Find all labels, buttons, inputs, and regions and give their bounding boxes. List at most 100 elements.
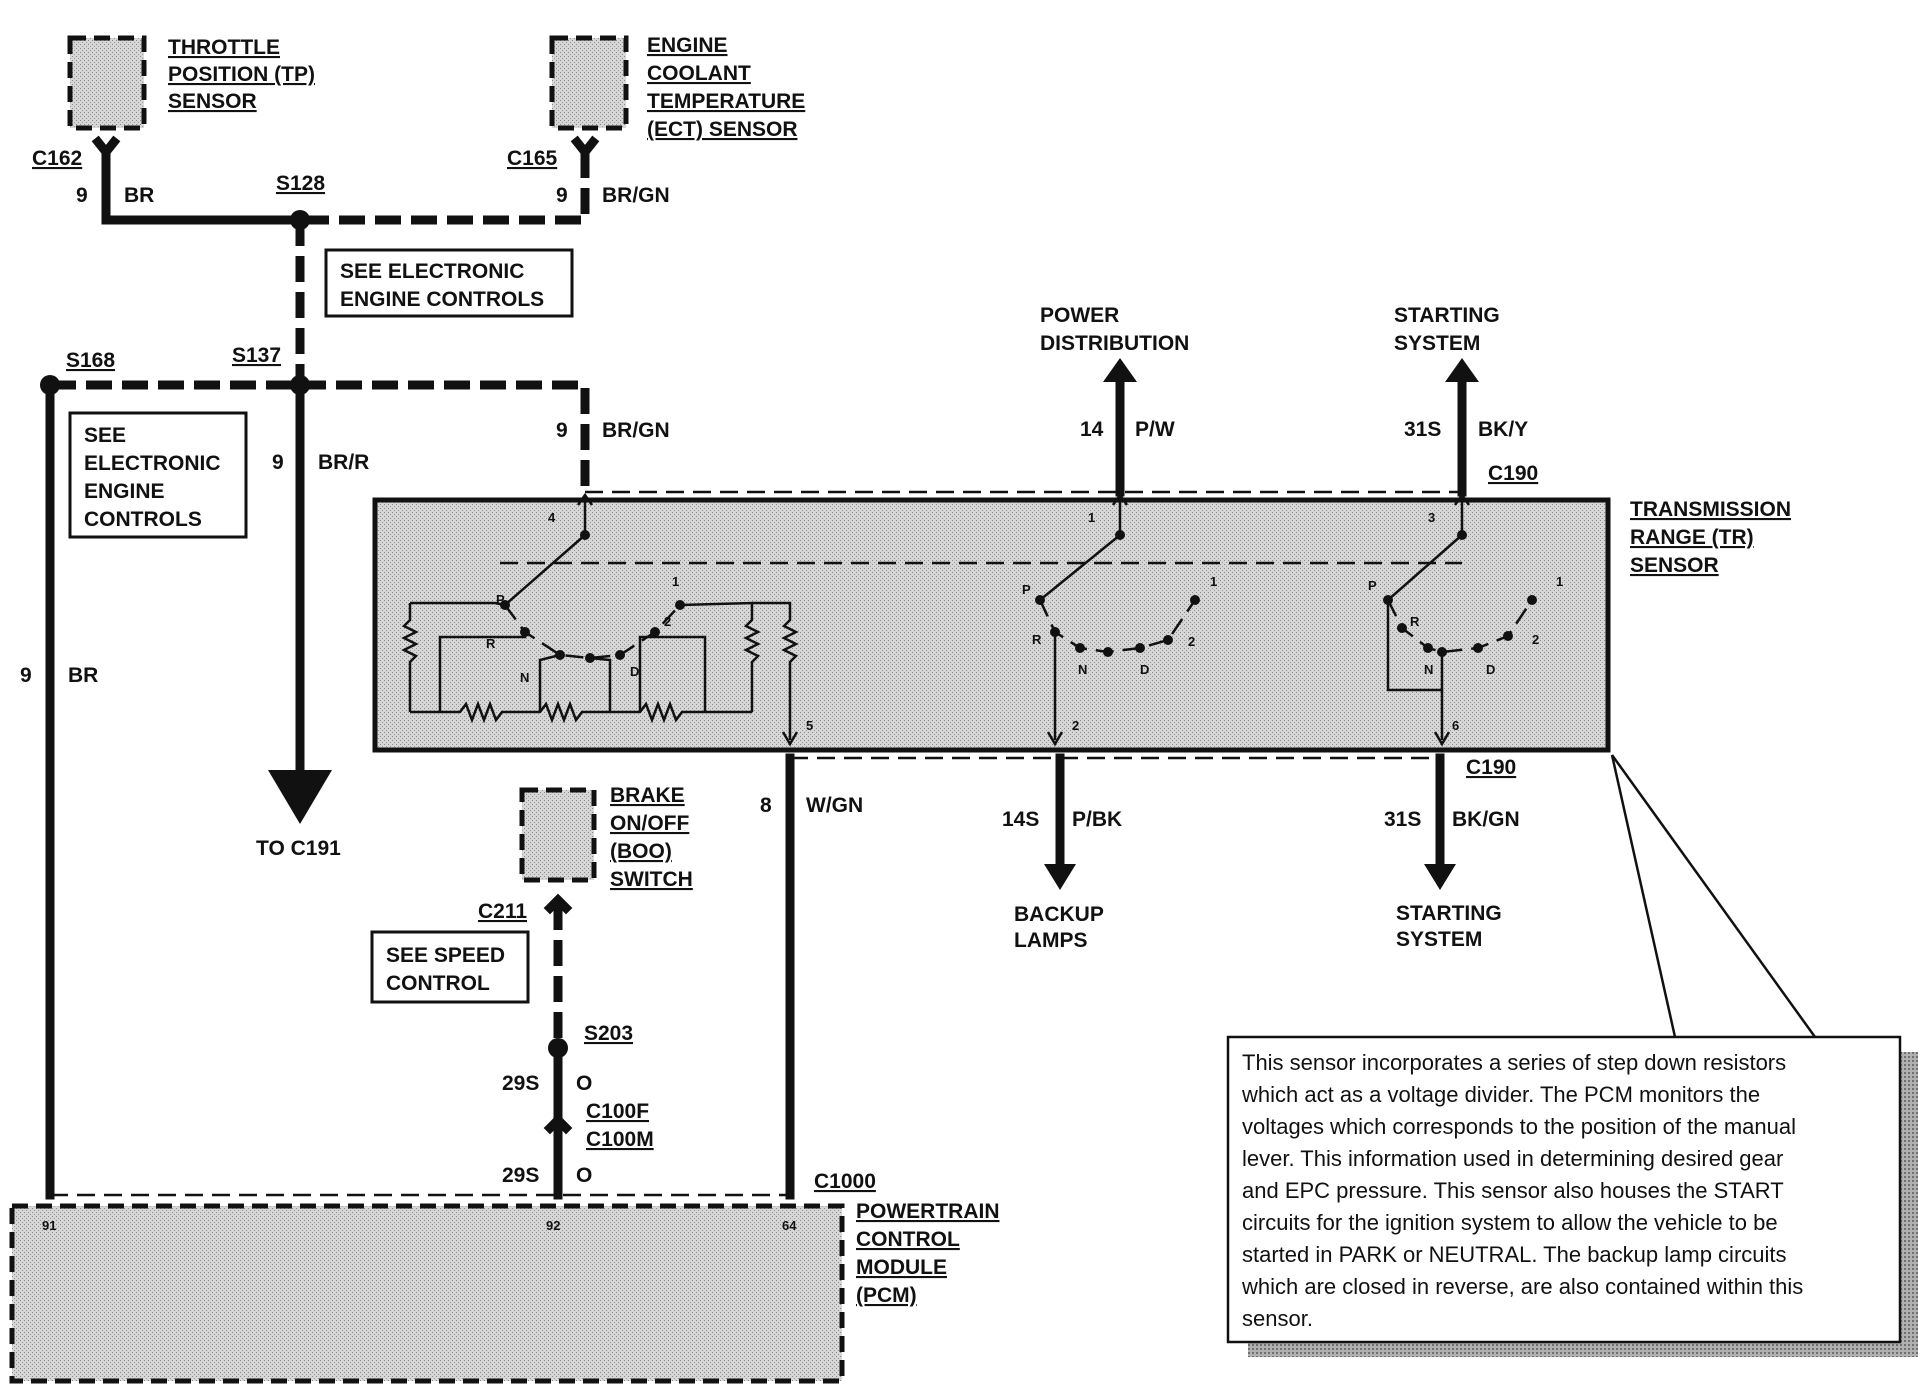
svg-text:TEMPERATURE: TEMPERATURE — [647, 90, 805, 113]
svg-text:CONTROL: CONTROL — [386, 972, 490, 995]
pcm-pin-64: 64 — [782, 1218, 797, 1233]
tr-pin-1: 1 — [1088, 510, 1095, 525]
svg-text:N: N — [1424, 662, 1433, 677]
note-leader-2 — [1610, 754, 1817, 1038]
svg-text:D: D — [630, 664, 639, 679]
svg-text:SEE SPEED: SEE SPEED — [386, 944, 505, 967]
tp-sensor-label: THROTTLE POSITION (TP) SENSOR — [168, 36, 315, 113]
svg-text:2: 2 — [664, 614, 671, 629]
c190-top-label: C190 — [1488, 462, 1538, 485]
svg-text:2: 2 — [1188, 634, 1195, 649]
svg-text:voltages which corresponds to: voltages which corresponds to the positi… — [1242, 1114, 1796, 1139]
ect-wire-gauge: 9 — [556, 184, 568, 207]
starting-top-label-1: STARTING — [1394, 304, 1500, 327]
pd-wire-gauge: 14 — [1080, 418, 1104, 441]
starting-top-label-2: SYSTEM — [1394, 332, 1480, 355]
tr-switch-b — [1035, 492, 1200, 747]
svg-text:N: N — [1078, 662, 1087, 677]
pcm91-wire-color: BR — [68, 664, 98, 687]
svg-text:SWITCH: SWITCH — [610, 868, 693, 891]
svg-text:which are closed in reverse, a: which are closed in reverse, are also co… — [1241, 1274, 1803, 1299]
svg-text:(ECT) SENSOR: (ECT) SENSOR — [647, 118, 798, 141]
see-speed-control-box — [370, 930, 530, 1004]
svg-text:COOLANT: COOLANT — [647, 62, 751, 85]
power-distribution-label-1: POWER — [1040, 304, 1119, 327]
see-eec-left-box — [68, 411, 248, 539]
c165-connector-symbol — [570, 135, 600, 160]
ect-wire-color: BR/GN — [602, 184, 670, 207]
st-wire-color: BK/Y — [1478, 418, 1528, 441]
svg-text:ELECTRONIC: ELECTRONIC — [84, 452, 221, 475]
svg-text:P: P — [496, 592, 505, 607]
tr-switch-c-labels: P R N D 1 2 — [1368, 574, 1563, 677]
c100m-label: C100M — [586, 1128, 654, 1151]
tr4-wire-gauge: 9 — [556, 419, 568, 442]
svg-text:1: 1 — [1556, 574, 1563, 589]
tr-sensor-note-text: This sensor incorporates a series of ste… — [1241, 1050, 1803, 1331]
ect-wire — [300, 152, 590, 225]
tr5-wire-gauge: 8 — [760, 794, 772, 817]
c100-connector-symbol — [543, 1113, 573, 1135]
svg-text:1: 1 — [672, 574, 679, 589]
tp-wire — [101, 147, 305, 225]
c162-label: C162 — [32, 147, 82, 170]
svg-text:MODULE: MODULE — [856, 1256, 947, 1279]
svg-text:POSITION (TP): POSITION (TP) — [168, 63, 315, 86]
s203-label: S203 — [584, 1022, 633, 1045]
ect-sensor — [549, 35, 629, 131]
starting-system-bottom-arrow — [1424, 864, 1456, 890]
tr-switch-a — [401, 492, 799, 747]
svg-text:which act as a voltage divider: which act as a voltage divider. The PCM … — [1241, 1082, 1760, 1107]
tr4-wire-color: BR/GN — [602, 419, 670, 442]
svg-text:(PCM): (PCM) — [856, 1284, 917, 1307]
st2-wire-color: BK/GN — [1452, 808, 1520, 831]
svg-text:ENGINE: ENGINE — [84, 480, 165, 503]
c211-label: C211 — [478, 900, 527, 923]
tp-wire-color: BR — [124, 184, 154, 207]
tr-pin-2: 2 — [1072, 718, 1079, 733]
svg-text:BRAKE: BRAKE — [610, 784, 685, 807]
svg-text:P: P — [1022, 582, 1031, 597]
pcm-label: POWERTRAIN CONTROL MODULE (PCM) — [856, 1200, 1000, 1307]
svg-text:R: R — [1032, 632, 1042, 647]
svg-text:ON/OFF: ON/OFF — [610, 812, 689, 835]
svg-text:2: 2 — [1532, 632, 1539, 647]
backup-lamps-arrow — [1044, 864, 1076, 890]
boo-wire-color-1: O — [576, 1072, 592, 1095]
svg-text:N: N — [520, 670, 529, 685]
svg-text:(BOO): (BOO) — [610, 840, 672, 863]
svg-text:R: R — [486, 636, 496, 651]
tr-switch-b-labels: P R N D 1 2 — [1022, 574, 1217, 677]
tp-wire-gauge: 9 — [76, 184, 88, 207]
svg-text:and EPC pressure. This sensor: and EPC pressure. This sensor also house… — [1242, 1178, 1784, 1203]
st-wire-gauge: 31S — [1404, 418, 1441, 441]
boo-wire-gauge-2: 29S — [502, 1164, 539, 1187]
starting-system-top-arrow — [1445, 358, 1479, 382]
svg-text:P: P — [1368, 578, 1377, 593]
svg-text:sensor.: sensor. — [1242, 1306, 1313, 1331]
svg-text:RANGE (TR): RANGE (TR) — [1630, 526, 1754, 549]
pcm-module — [9, 1203, 845, 1384]
tr-sensor-label: TRANSMISSION RANGE (TR) SENSOR — [1630, 498, 1791, 577]
c191-wire-color: BR/R — [318, 451, 369, 474]
svg-text:POWERTRAIN: POWERTRAIN — [856, 1200, 1000, 1223]
st2-wire-gauge: 31S — [1384, 808, 1421, 831]
svg-text:SEE ELECTRONIC: SEE ELECTRONIC — [340, 260, 524, 283]
boo-wire-gauge-1: 29S — [502, 1072, 539, 1095]
svg-text:D: D — [1486, 662, 1495, 677]
power-distribution-label-2: DISTRIBUTION — [1040, 332, 1189, 355]
svg-text:D: D — [1140, 662, 1149, 677]
starting-bottom-label-1: STARTING — [1396, 902, 1502, 925]
svg-text:lever. This information used: lever. This information used in determin… — [1242, 1146, 1783, 1171]
tr-switch-a-labels: P R N D 1 2 — [486, 574, 679, 685]
see-eec-top-box — [324, 248, 574, 318]
svg-text:CONTROL: CONTROL — [856, 1228, 960, 1251]
svg-text:SENSOR: SENSOR — [168, 90, 257, 113]
s128-label: S128 — [276, 172, 325, 195]
bl-wire-color: P/BK — [1072, 808, 1122, 831]
s168-label: S168 — [66, 349, 115, 372]
svg-text:1: 1 — [1210, 574, 1217, 589]
backup-lamps-label-2: LAMPS — [1014, 929, 1088, 952]
svg-text:SEE: SEE — [84, 424, 126, 447]
